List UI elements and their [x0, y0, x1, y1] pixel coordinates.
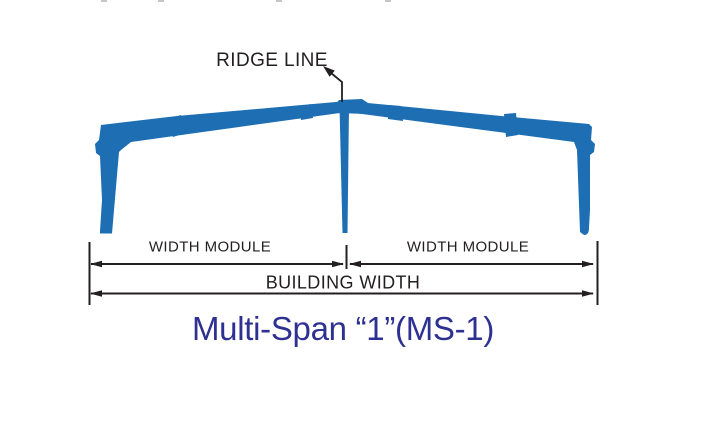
splice-plates — [169, 104, 518, 137]
dimension-lines — [88, 241, 599, 305]
arrowhead — [90, 260, 102, 268]
center-column — [339, 106, 349, 233]
ridge-leader-arrow — [323, 66, 343, 102]
right-rafter-and-column — [347, 101, 595, 235]
page-edge-artifact — [385, 0, 391, 2]
width-module-label-left: WIDTH MODULE — [148, 238, 272, 256]
left-rafter-and-column — [95, 101, 347, 234]
arrowhead — [582, 260, 594, 268]
page-edge-artifact — [158, 0, 164, 2]
building-width-label: BUILDING WIDTH — [265, 272, 421, 293]
arrowhead — [582, 290, 594, 297]
splice-plate — [388, 105, 403, 121]
page-edge-artifact — [276, 0, 282, 2]
splice-plate — [504, 113, 518, 137]
arrowhead — [332, 260, 344, 268]
ridge-line-label: RIDGE LINE — [216, 50, 328, 71]
splice-plate — [169, 115, 185, 137]
arrowhead — [349, 260, 361, 268]
ridge-plate — [333, 99, 370, 114]
arrowhead — [90, 290, 102, 297]
splice-plate — [299, 104, 313, 120]
diagram-title: Multi-Span “1”(MS-1) — [191, 310, 495, 347]
leader-arrowhead — [323, 66, 335, 77]
page-edge-artifact — [101, 0, 107, 2]
width-module-label-right: WIDTH MODULE — [406, 238, 530, 256]
